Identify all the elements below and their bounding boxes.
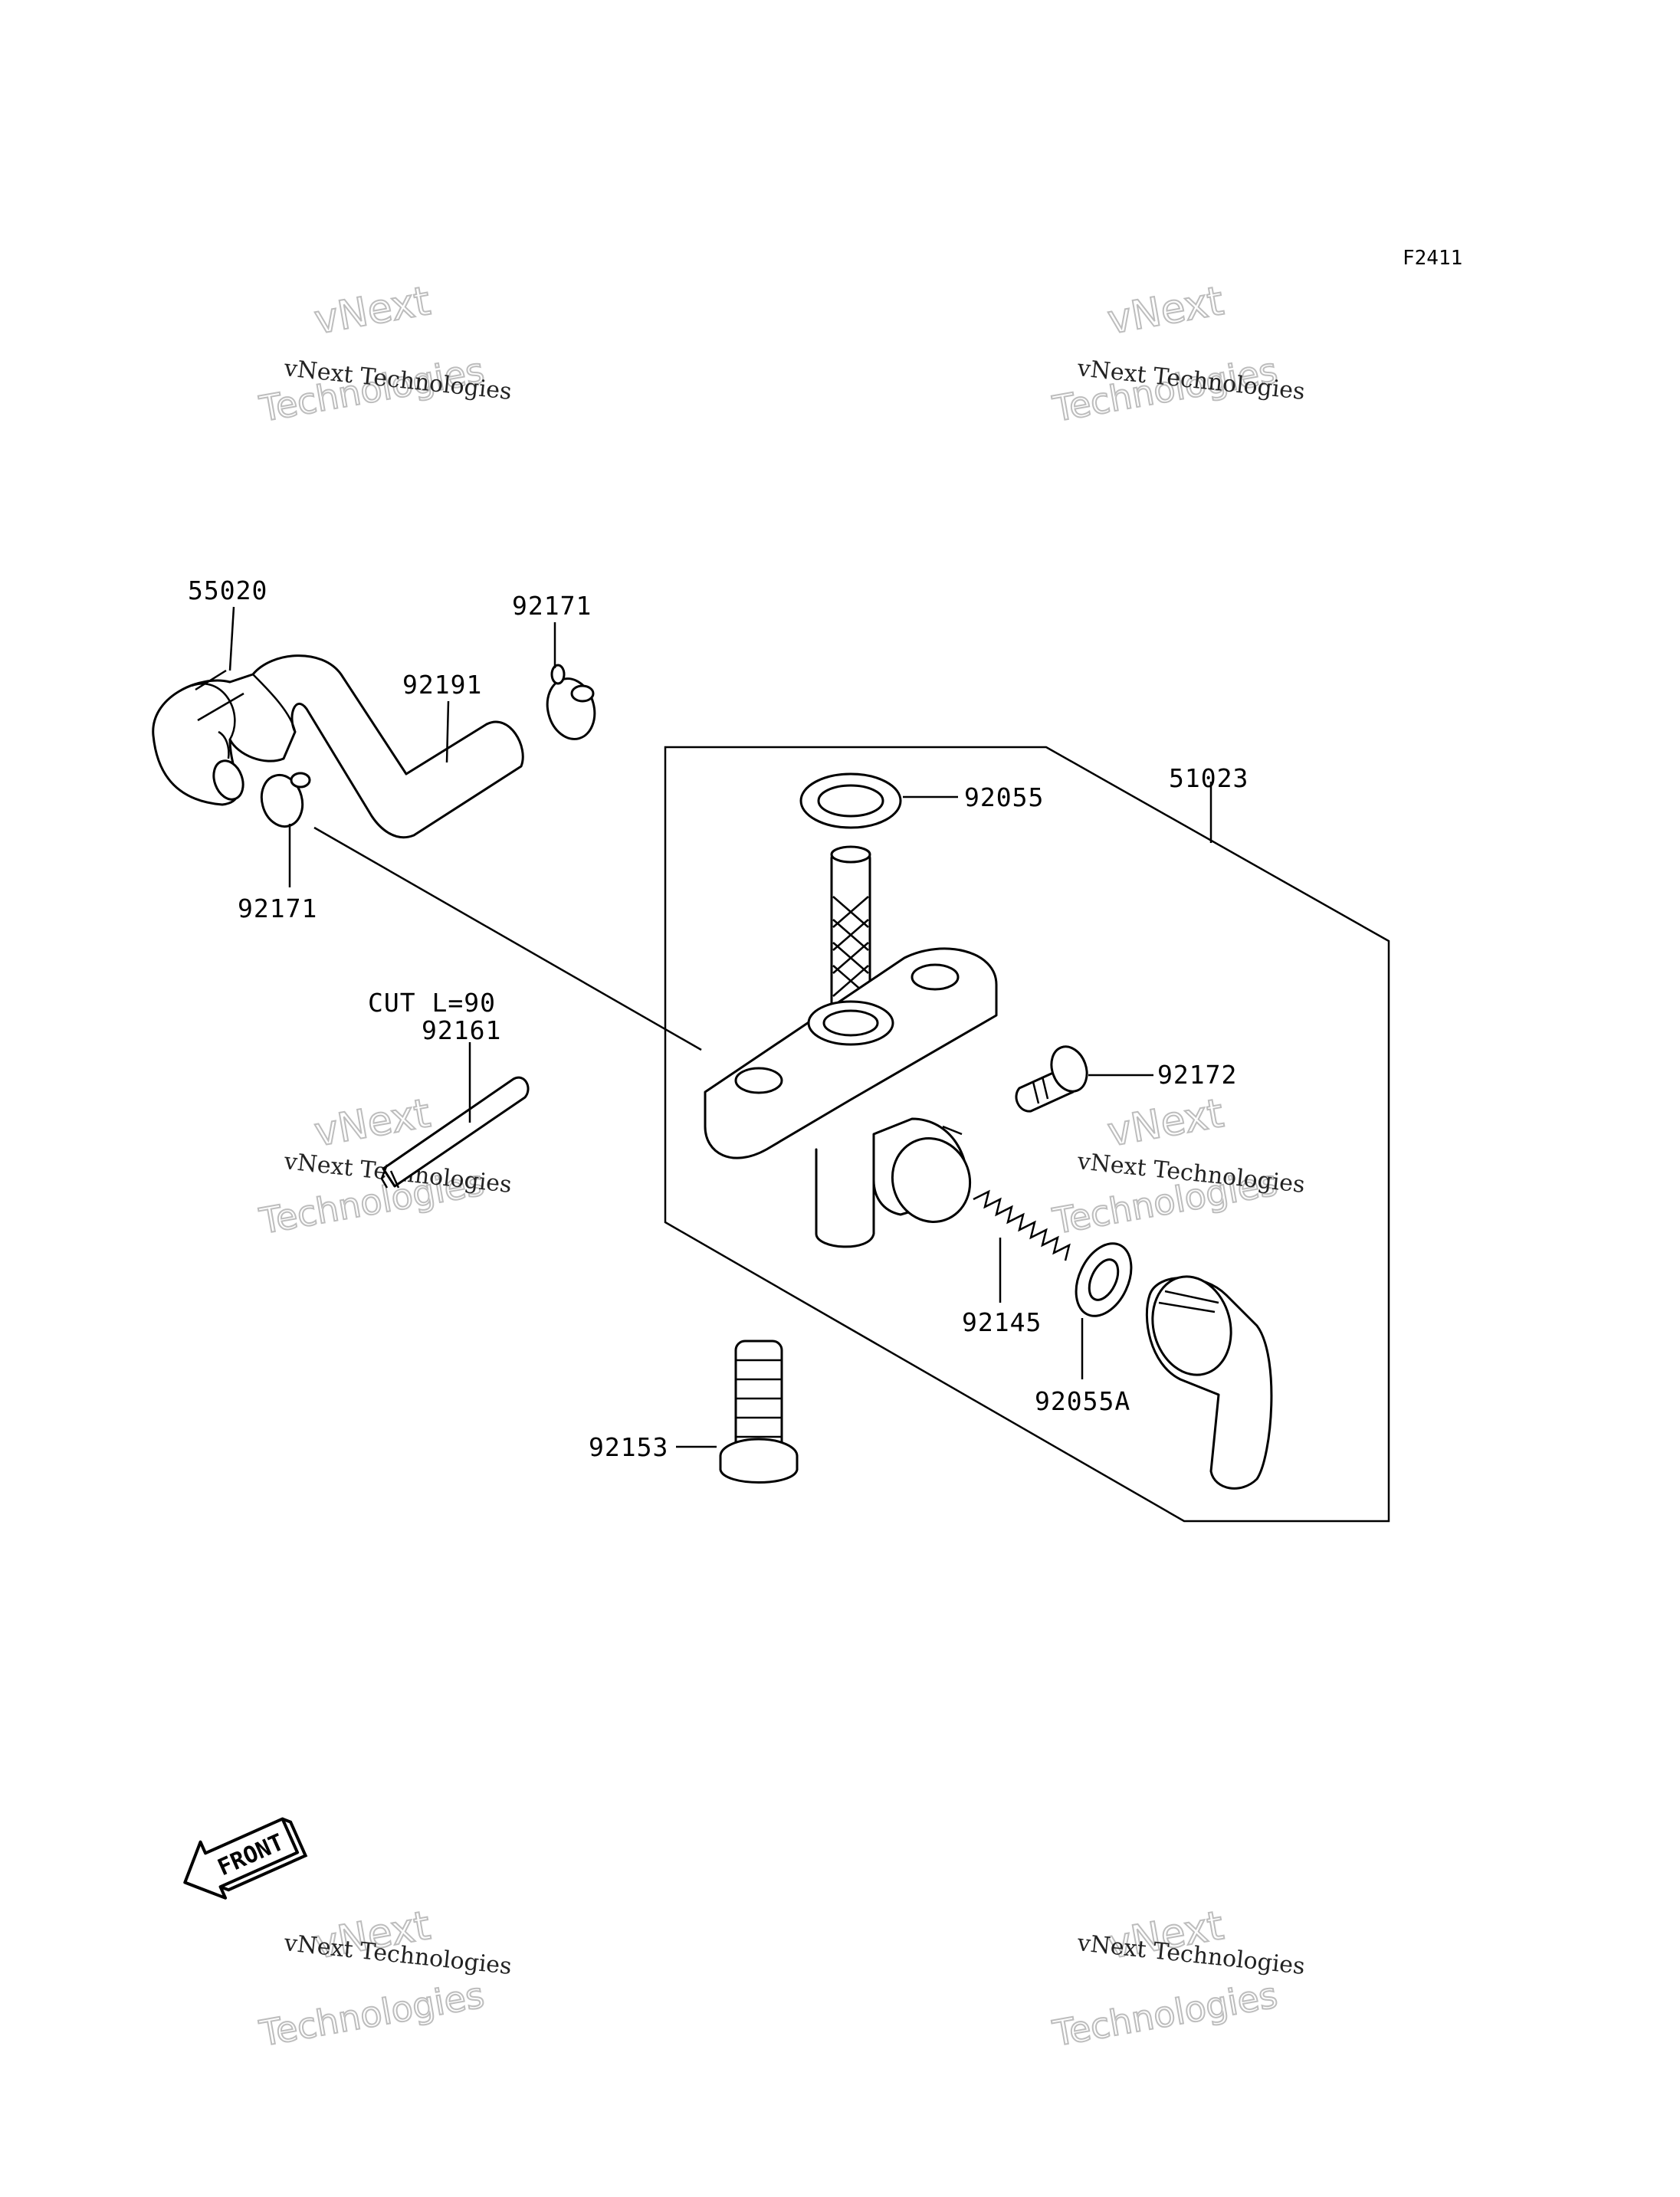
assembly-outline (664, 746, 1390, 1523)
spring-92145 (973, 1189, 1071, 1261)
leader-lines (228, 606, 1212, 1448)
bolt-92153 (719, 1340, 799, 1484)
clamp-top (546, 664, 596, 740)
watermark-line3: Technologies (1049, 1974, 1280, 2054)
label-51023: 51023 (1169, 763, 1249, 793)
label-92171-bottom: 92171 (238, 894, 317, 923)
label-92153: 92153 (589, 1432, 668, 1462)
watermark-top-left: vNext Technologies (255, 277, 487, 431)
watermark-bottom-left: vNext Technologies (255, 1902, 487, 2055)
fuel-hose (152, 654, 524, 839)
hose-section-55020 (195, 669, 244, 722)
label-92055: 92055 (964, 782, 1044, 812)
watermark-line2: vNext (311, 278, 434, 343)
label-55020: 55020 (188, 575, 267, 605)
front-arrow-icon: FRONT (183, 1817, 308, 1900)
figure-code: F2411 (1403, 247, 1462, 270)
label-92191: 92191 (402, 670, 482, 700)
watermark-line2: vNext (1104, 1090, 1227, 1156)
screw-92172 (1015, 1045, 1088, 1113)
fuel-cock-body (704, 772, 998, 1248)
watermark-top-right: vNext Technologies (1048, 277, 1281, 431)
breather-tube (380, 1076, 530, 1189)
washer-92055A (1075, 1242, 1133, 1317)
watermark-bottom-right: vNext Technologies (1048, 1902, 1281, 2055)
label-92171-top: 92171 (512, 591, 592, 621)
label-92161: 92161 (422, 1015, 501, 1045)
label-92145: 92145 (962, 1307, 1042, 1337)
label-92172: 92172 (1157, 1060, 1237, 1090)
clamp-bottom (260, 772, 311, 828)
hose-leader-line (313, 826, 702, 1051)
label-cut-length: CUT L=90 (368, 988, 496, 1018)
watermark-line3: Technologies (256, 1974, 487, 2054)
label-92055A: 92055A (1035, 1386, 1130, 1416)
watermark-line2: vNext (1104, 278, 1227, 343)
valve-lever (1145, 1275, 1273, 1490)
